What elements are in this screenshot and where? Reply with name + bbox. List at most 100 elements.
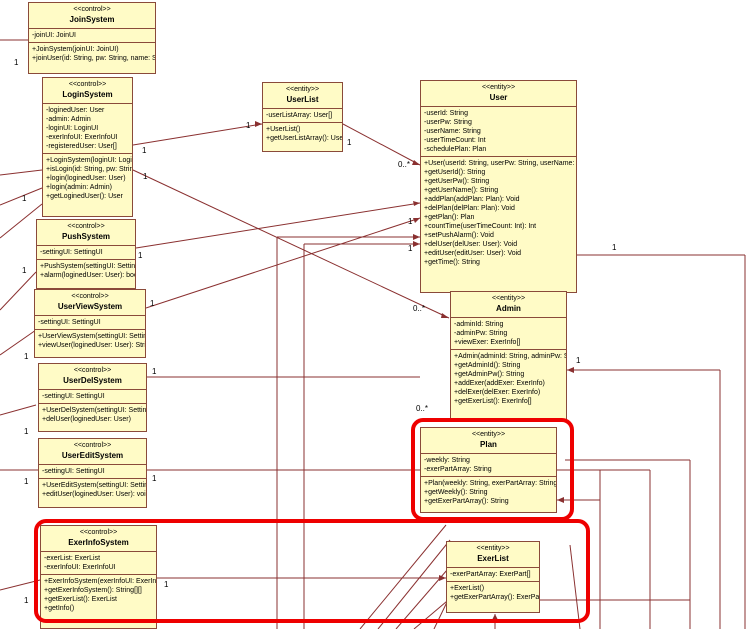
class-header: <<entity>> UserList <box>263 83 342 109</box>
operation: +editUser(editUser: User): Void <box>424 250 522 257</box>
multiplicity-label: 0..* <box>398 160 411 169</box>
attributes: -settingUI: SettingUI <box>39 465 146 479</box>
class-header: <<control>> LoginSystem <box>43 78 132 104</box>
attribute: -exerPartArray: ExerPart[] <box>450 571 531 578</box>
operation: +getUserName(): String <box>424 187 499 194</box>
class-name: User <box>489 93 508 102</box>
attributes: -exerPartArray: ExerPart[] <box>447 568 539 582</box>
operations: +ExerInfoSystem(exerInfoUI: ExerInfoUI) … <box>41 575 156 615</box>
operations: +LoginSystem(loginUI: LoginUI) +isLogin(… <box>43 154 132 203</box>
class-joinsystem[interactable]: <<control>> JoinSystem -joinUI: JoinUI +… <box>28 2 156 74</box>
operation: +getAdminPw(): String <box>454 371 525 378</box>
class-name: UserViewSystem <box>57 302 123 311</box>
operation: +getExerList(): ExerList <box>44 596 117 603</box>
operation: +LoginSystem(loginUI: LoginUI) <box>46 157 132 164</box>
stereotype: <<entity>> <box>285 86 320 93</box>
stereotype: <<entity>> <box>476 545 510 552</box>
multiplicity-label: 1 <box>347 138 352 147</box>
operations: +UserViewSystem(settingUI: SettingUI) +v… <box>35 330 145 352</box>
operation: +alarm(loginedUser: User): boolean <box>40 272 135 279</box>
multiplicity-label: 1 <box>246 121 251 130</box>
highlight-exerinfo <box>34 519 590 623</box>
multiplicity-label: 1 <box>408 244 413 253</box>
class-header: <<entity>> ExerList <box>447 542 539 568</box>
multiplicity-label: 1 <box>22 266 27 275</box>
class-userviewsystem[interactable]: <<control>> UserViewSystem -settingUI: S… <box>34 289 146 358</box>
class-loginsystem[interactable]: <<control>> LoginSystem -loginedUser: Us… <box>42 77 133 217</box>
operations: +UserEditSystem(settingUI: SettingUI) +e… <box>39 479 146 501</box>
multiplicity-label: 1 <box>164 580 169 589</box>
attribute: -settingUI: SettingUI <box>42 393 105 400</box>
operation: +UserList() <box>266 126 301 133</box>
operation: +addExer(addExer: ExerInfo) <box>454 380 545 387</box>
operation: +getAdminId(): String <box>454 362 521 369</box>
operation: +Admin(adminId: String, adminPw: String) <box>454 353 566 360</box>
attribute: -loginUI: LoginUI <box>46 125 99 132</box>
class-header: <<entity>> Plan <box>421 428 556 454</box>
class-header: <<control>> PushSystem <box>37 220 135 246</box>
operations: +UserDelSystem(settingUI: SettingUI) +de… <box>39 404 146 426</box>
attributes: -settingUI: SettingUI <box>39 390 146 404</box>
class-plan[interactable]: <<entity>> Plan -weekly: String -exerPar… <box>420 427 557 513</box>
stereotype: <<control>> <box>73 6 111 13</box>
attribute: -adminPw: String <box>454 330 508 337</box>
operation: +getExerList(): ExerInfo[] <box>454 398 532 405</box>
attributes: -weekly: String -exerPartArray: String <box>421 454 556 477</box>
operations: +UserList() +getUserListArray(): User[] <box>263 123 342 145</box>
class-exerlist[interactable]: <<entity>> ExerList -exerPartArray: Exer… <box>446 541 540 613</box>
attribute: -userTimeCount: Int <box>424 137 486 144</box>
operation: +getUserPw(): String <box>424 178 490 185</box>
operation: +delUser(loginedUser: User) <box>42 416 131 423</box>
operations: +Admin(adminId: String, adminPw: String)… <box>451 350 566 408</box>
operation: +getInfo() <box>44 605 75 612</box>
operation: +PushSystem(settingUI: SettingUI) <box>40 263 136 270</box>
attribute: -settingUI: SettingUI <box>38 319 101 326</box>
class-exerinfosystem[interactable]: <<control>> ExerInfoSystem -exerList: Ex… <box>40 525 157 629</box>
operation: +getExerPartArray(): String <box>424 498 509 505</box>
operation: +JoinSystem(joinUI: JoinUI) <box>32 46 119 53</box>
attributes: -exerList: ExerList -exerInfoUI: ExerInf… <box>41 552 156 575</box>
attribute: -exerInfoUI: ExerInfoUI <box>44 564 116 571</box>
class-admin[interactable]: <<entity>> Admin -adminId: String -admin… <box>450 291 567 422</box>
attributes: -userListArray: User[] <box>263 109 342 123</box>
stereotype: <<entity>> <box>481 84 516 91</box>
multiplicity-label: 1 <box>24 427 29 436</box>
highlight-plan <box>411 418 574 521</box>
class-header: <<control>> ExerInfoSystem <box>41 526 156 552</box>
multiplicity-label: 1 <box>612 243 617 252</box>
operation: +getUserId(): String <box>424 169 486 176</box>
attribute: -schedulePlan: Plan <box>424 146 487 153</box>
operations: +PushSystem(settingUI: SettingUI) +alarm… <box>37 260 135 282</box>
operation: +editUser(loginedUser: User): void <box>42 491 147 498</box>
operation: +joinUser(id: String, pw: String, name: … <box>32 55 155 62</box>
operation: +getExerInfoSystem(): String[][] <box>44 587 142 594</box>
multiplicity-label: 1 <box>24 596 29 605</box>
multiplicity-label: 1 <box>24 477 29 486</box>
class-userdelsystem[interactable]: <<control>> UserDelSystem -settingUI: Se… <box>38 363 147 432</box>
multiplicity-label: 1 <box>14 58 19 67</box>
operation: +delPlan(delPlan: Plan): Void <box>424 205 515 212</box>
attributes: -userId: String -userPw: String -userNam… <box>421 107 576 157</box>
class-header: <<control>> UserDelSystem <box>39 364 146 390</box>
attribute: -joinUI: JoinUI <box>32 32 76 39</box>
operations: +Plan(weekly: String, exerPartArray: Str… <box>421 477 556 508</box>
attributes: -loginedUser: User -admin: Admin -loginU… <box>43 104 132 154</box>
class-user[interactable]: <<entity>> User -userId: String -userPw:… <box>420 80 577 293</box>
operation: +getUserListArray(): User[] <box>266 135 343 142</box>
class-header: <<control>> UserEditSystem <box>39 439 146 465</box>
operation: +Plan(weekly: String, exerPartArray: Str… <box>424 480 557 487</box>
operation: +UserEditSystem(settingUI: SettingUI) <box>42 482 146 489</box>
class-header: <<control>> JoinSystem <box>29 3 155 29</box>
operation: +login(loginedUser: User) <box>46 175 126 182</box>
multiplicity-label: 1 <box>22 194 27 203</box>
class-userlist[interactable]: <<entity>> UserList -userListArray: User… <box>262 82 343 152</box>
operation: +getPlan(): Plan <box>424 214 475 221</box>
multiplicity-label: 1 <box>138 251 143 260</box>
class-pushsystem[interactable]: <<control>> PushSystem -settingUI: Setti… <box>36 219 136 289</box>
operation: +getWeekly(): String <box>424 489 488 496</box>
attribute: -adminId: String <box>454 321 504 328</box>
operation: +viewUser(loginedUser: User): String <box>38 342 146 349</box>
class-usereditsystem[interactable]: <<control>> UserEditSystem -settingUI: S… <box>38 438 147 508</box>
attribute: -userName: String <box>424 128 481 135</box>
